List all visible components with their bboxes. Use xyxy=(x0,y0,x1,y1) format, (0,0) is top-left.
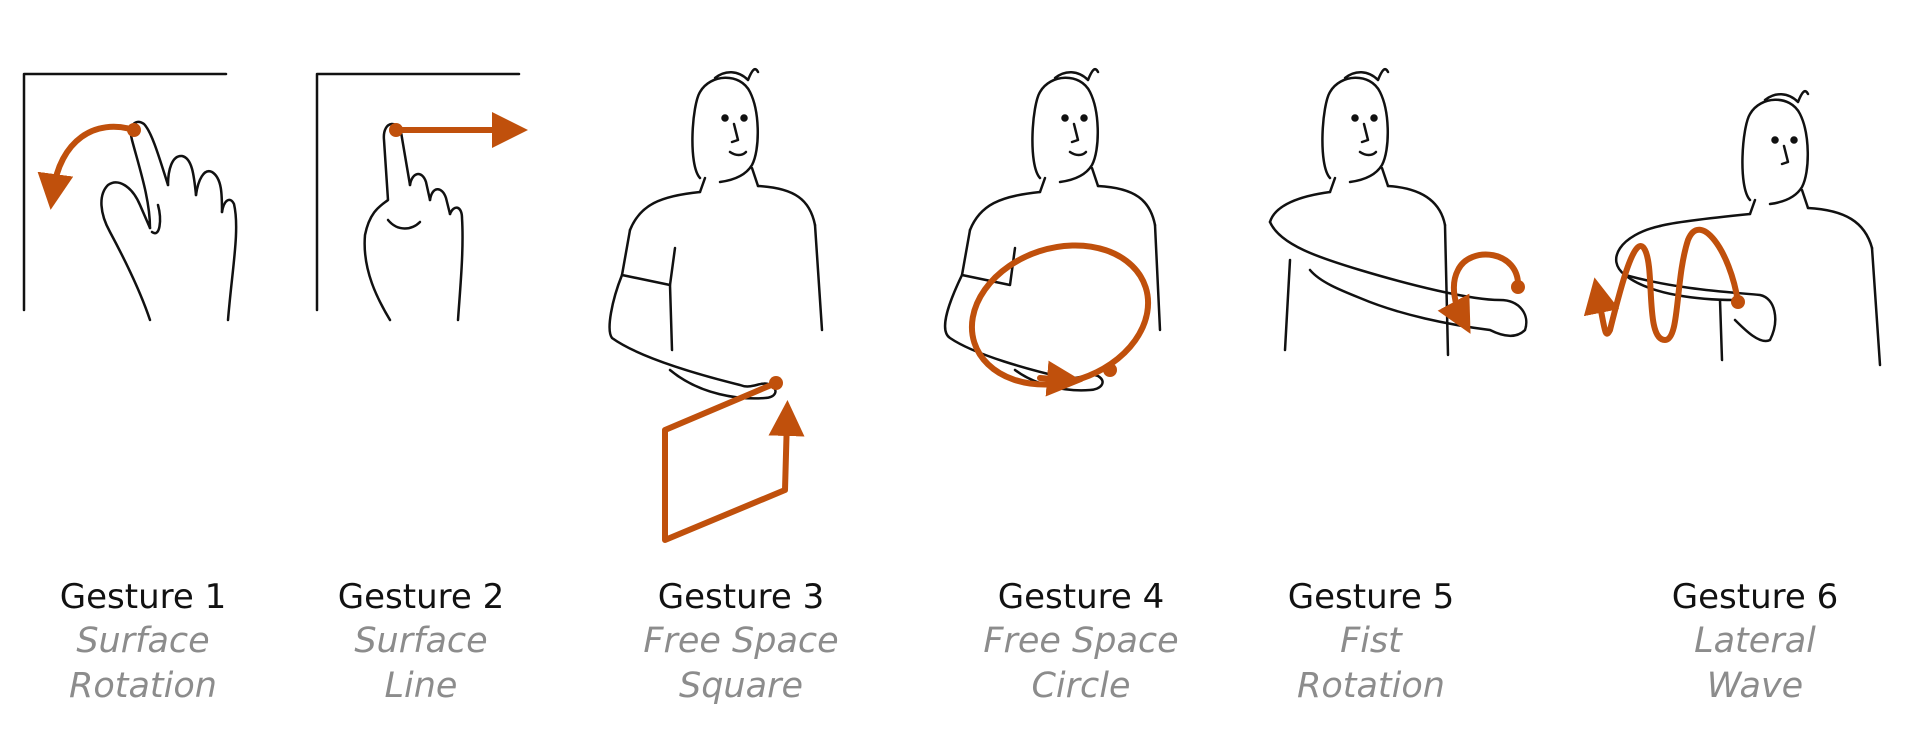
gesture-2-illustration xyxy=(315,72,528,322)
surface-corner xyxy=(22,72,228,312)
shoulders xyxy=(968,184,1157,232)
start-point xyxy=(1103,363,1117,377)
sleeve xyxy=(960,228,1017,287)
gesture-1-illustration xyxy=(22,72,238,322)
rotation-arrow xyxy=(37,123,137,210)
head xyxy=(1321,76,1390,184)
torso-left xyxy=(1718,298,1724,362)
torso-right xyxy=(813,223,824,332)
gesture-title: Gesture 4 xyxy=(997,577,1165,617)
gesture-6-illustration xyxy=(1583,90,1882,367)
arm xyxy=(1614,224,1777,343)
gesture-6-label: Gesture 6 Lateral Wave xyxy=(1595,575,1912,709)
shoulders xyxy=(1658,206,1874,250)
hair xyxy=(713,68,760,82)
gesture-subtitle-line1: Lateral xyxy=(1694,621,1816,661)
person-icon xyxy=(608,68,824,400)
gesture-subtitle-line2: Square xyxy=(679,666,803,706)
gesture-subtitle-line2: Rotation xyxy=(69,666,217,706)
gesture-subtitle-line1: Fist xyxy=(1340,621,1402,661)
gesture-title: Gesture 6 xyxy=(1671,577,1839,617)
touch-point xyxy=(127,123,141,137)
gesture-subtitle-line2: Circle xyxy=(1031,666,1131,706)
rotation-trajectory xyxy=(1437,251,1522,334)
hair xyxy=(1343,68,1390,82)
neck xyxy=(1328,166,1390,194)
start-point xyxy=(1731,295,1745,309)
person-icon xyxy=(1268,68,1528,357)
start-point xyxy=(769,376,783,390)
sleeve xyxy=(620,228,677,287)
circle-arrow xyxy=(1037,360,1083,397)
gesture-4-label: Gesture 4 Free Space Circle xyxy=(921,575,1241,709)
arm xyxy=(943,273,1104,392)
gesture-title: Gesture 2 xyxy=(337,577,505,617)
shirt-hem xyxy=(668,283,674,352)
hand-pointing-icon xyxy=(363,122,464,322)
hair xyxy=(1763,90,1810,104)
gesture-subtitle-line1: Surface xyxy=(76,621,210,661)
gesture-title: Gesture 3 xyxy=(657,577,825,617)
gesture-1-label: Gesture 1 Surface Rotation xyxy=(0,575,303,709)
arm xyxy=(608,273,777,400)
touch-point xyxy=(389,123,403,137)
gesture-4-illustration xyxy=(943,68,1162,397)
neck xyxy=(1038,166,1100,194)
shoulders xyxy=(628,184,817,232)
neck xyxy=(698,166,760,194)
torso-right xyxy=(1443,223,1450,357)
gesture-subtitle-line2: Line xyxy=(384,666,458,706)
gesture-3-label: Gesture 3 Free Space Square xyxy=(581,575,901,709)
gesture-5-label: Gesture 5 Fist Rotation xyxy=(1211,575,1531,709)
hair xyxy=(1053,68,1100,82)
gesture-title: Gesture 5 xyxy=(1287,577,1455,617)
neck xyxy=(1748,188,1810,216)
gesture-subtitle-line2: Rotation xyxy=(1297,666,1445,706)
person-icon xyxy=(1614,90,1882,367)
gesture-subtitle-line1: Free Space xyxy=(643,621,839,661)
surface-corner xyxy=(315,72,521,312)
gesture-subtitle-line1: Surface xyxy=(354,621,488,661)
head xyxy=(1741,98,1810,206)
gesture-subtitle-line2: Wave xyxy=(1706,666,1804,706)
torso-left xyxy=(1283,258,1292,352)
gesture-5-illustration xyxy=(1268,68,1528,357)
gesture-title: Gesture 1 xyxy=(59,577,227,617)
gesture-2-label: Gesture 2 Surface Line xyxy=(261,575,581,709)
gesture-labels: Gesture 1 Surface Rotation Gesture 2 Sur… xyxy=(0,575,1912,725)
start-point xyxy=(1511,280,1525,294)
square-trajectory xyxy=(662,380,805,543)
gesture-3-illustration xyxy=(608,68,824,543)
shoulders xyxy=(1268,184,1447,227)
arm xyxy=(1268,220,1528,337)
head xyxy=(1031,76,1100,184)
torso-right xyxy=(1153,223,1162,332)
head xyxy=(691,76,760,184)
hand-rotation-icon xyxy=(100,120,238,322)
gesture-subtitle-line1: Free Space xyxy=(983,621,1179,661)
wave-trajectory xyxy=(1583,226,1741,343)
torso-right xyxy=(1870,246,1882,367)
